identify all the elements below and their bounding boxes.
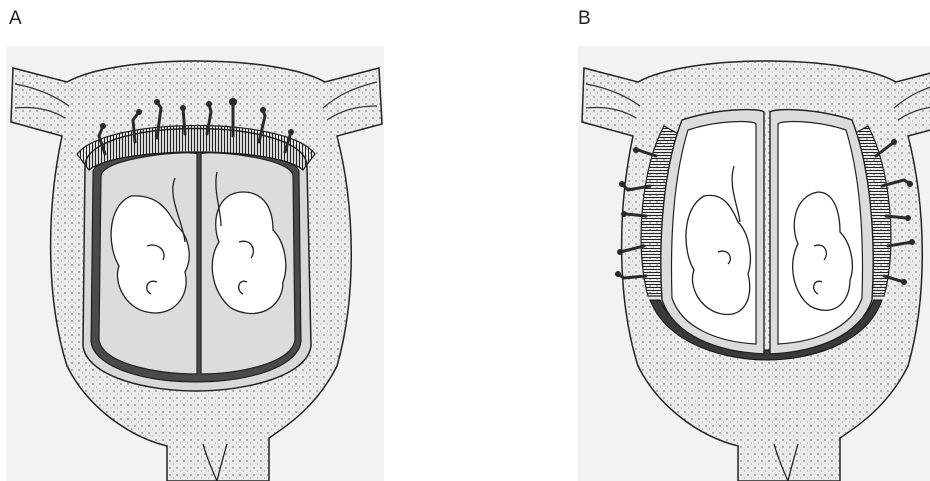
illustration-a [7,46,384,481]
panel-label-b: B [578,8,591,30]
twin-pregnancy-illustration-a [7,46,384,481]
twin-pregnancy-illustration-b [578,46,930,481]
illustration-b [578,46,930,481]
panel-label-a: A [9,8,22,30]
